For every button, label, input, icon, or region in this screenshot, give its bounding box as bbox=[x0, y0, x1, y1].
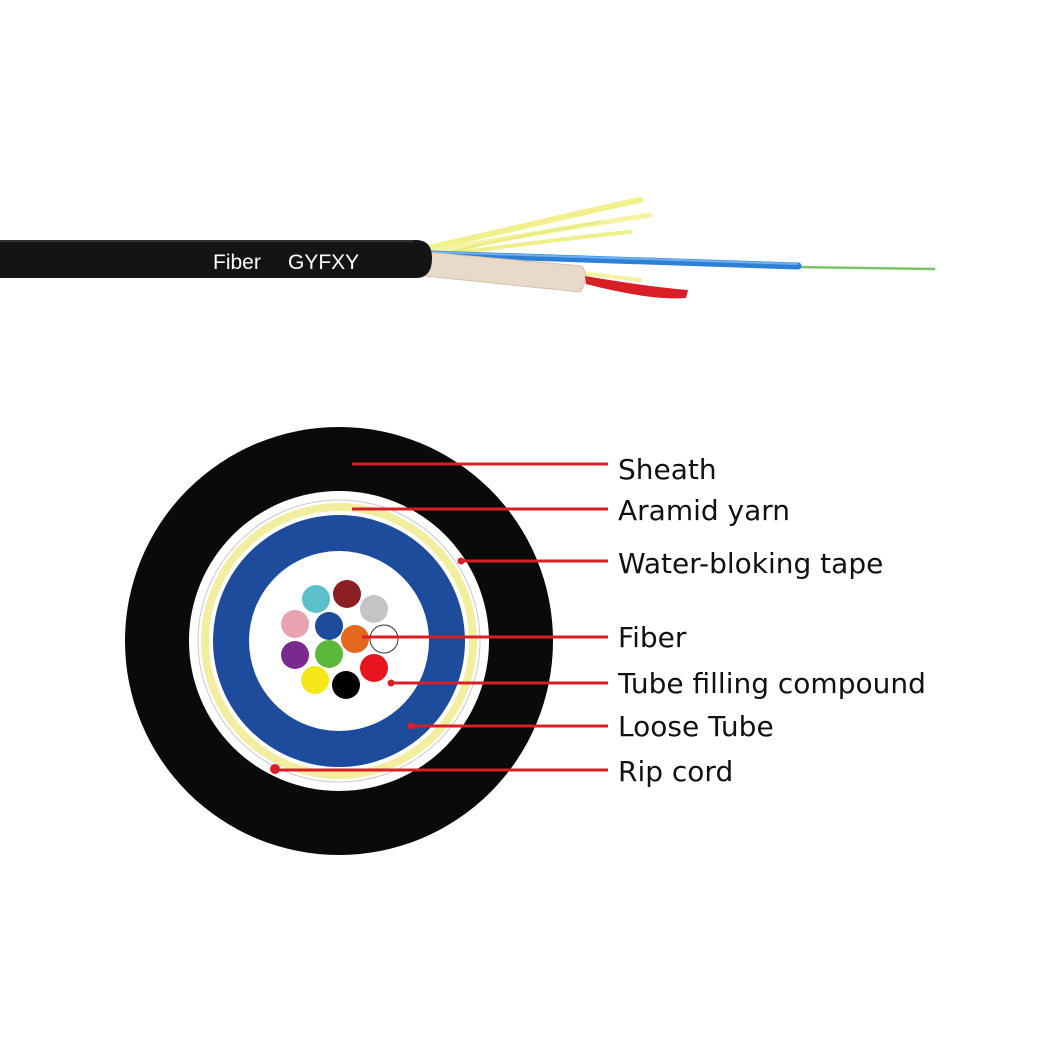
fiber-10 bbox=[360, 654, 388, 682]
label-aramid-yarn: Aramid yarn bbox=[618, 494, 790, 527]
bare-fiber-strand bbox=[794, 265, 936, 271]
water-blocking-tape-wrap bbox=[424, 251, 586, 293]
label-fiber: Fiber bbox=[618, 621, 687, 654]
fiber-4 bbox=[281, 610, 309, 638]
label-water-blocking-tape: Water-bloking tape bbox=[618, 547, 883, 580]
fiber-6 bbox=[341, 625, 369, 653]
tube-filling-compound bbox=[249, 551, 429, 731]
label-tube-filling-compound: Tube filling compound bbox=[617, 667, 926, 700]
fiber-12 bbox=[332, 671, 360, 699]
rip-cord-strand bbox=[585, 276, 688, 299]
fiber-11 bbox=[301, 666, 329, 694]
fiber-9 bbox=[315, 640, 343, 668]
cable-side-view: Fiber GYFXY bbox=[0, 197, 936, 299]
component-labels: Sheath Aramid yarn Water-bloking tape Fi… bbox=[617, 453, 926, 788]
label-rip-cord: Rip cord bbox=[618, 755, 733, 788]
fiber-3 bbox=[360, 595, 388, 623]
fiber-5 bbox=[315, 612, 343, 640]
cable-print-fiber: Fiber bbox=[213, 251, 261, 274]
cable-print-model: GYFXY bbox=[288, 251, 359, 274]
cable-cross-section bbox=[125, 427, 553, 855]
fiber-8 bbox=[281, 641, 309, 669]
fiber-1 bbox=[302, 585, 330, 613]
label-sheath: Sheath bbox=[618, 453, 717, 486]
blue-loose-tube-strand bbox=[426, 250, 802, 270]
label-loose-tube: Loose Tube bbox=[618, 710, 774, 743]
fiber-7 bbox=[369, 624, 399, 654]
fiber-bundle bbox=[281, 580, 399, 699]
fiber-2 bbox=[333, 580, 361, 608]
leader-lines bbox=[276, 462, 608, 772]
cable-jacket bbox=[0, 240, 432, 278]
